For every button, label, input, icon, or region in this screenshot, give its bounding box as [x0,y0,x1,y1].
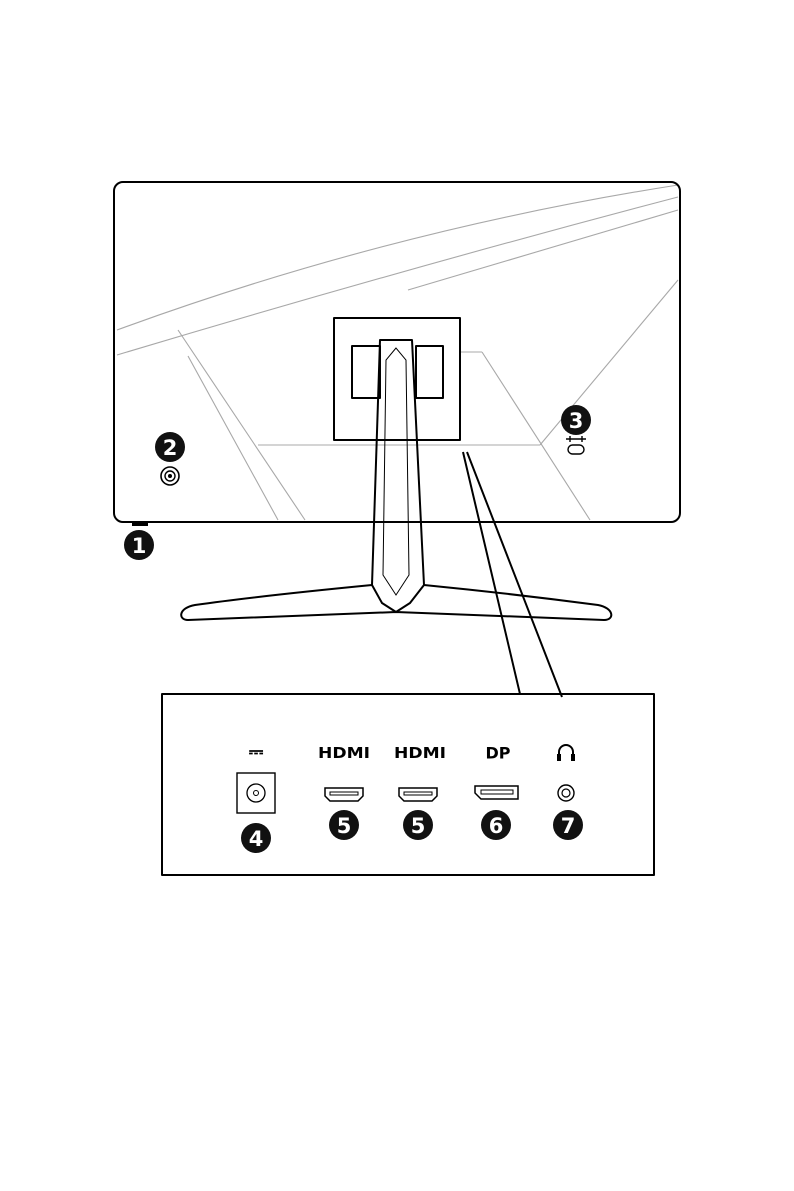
io-panel-zoom [162,694,654,875]
hdmi-port-2 [399,788,437,801]
svg-text:5: 5 [411,814,426,838]
svg-text:1: 1 [132,534,147,558]
dc-in-port [237,773,275,813]
zoom-leader [463,452,562,697]
callout-1: 1 [124,530,154,560]
callout-6: 6 [481,810,511,840]
displayport-label: DP [485,744,510,763]
stand-base [181,585,611,620]
stand-bracket [352,346,443,398]
callout-3: 3 [561,405,591,435]
rear-panel-pattern [117,185,678,520]
callout-5b: 5 [403,810,433,840]
navi-key [161,467,179,485]
callout-2: 2 [155,432,185,462]
svg-text:3: 3 [569,409,584,433]
svg-text:7: 7 [561,814,576,838]
callout-7: 7 [553,810,583,840]
svg-text:2: 2 [163,436,178,460]
headphone-icon [559,745,573,759]
svg-text:5: 5 [337,814,352,838]
svg-text:4: 4 [249,827,264,851]
monitor-back-outline [114,182,680,522]
headphone-jack [558,785,574,801]
dc-symbol: ⎓ [249,742,264,763]
displayport-port [475,786,518,799]
callout-4: 4 [241,823,271,853]
hdmi-label-1: HDMI [318,744,370,762]
kensington-lock [566,436,586,454]
power-button [132,521,148,526]
svg-text:6: 6 [489,814,504,838]
hdmi-port-1 [325,788,363,801]
hdmi-label-2: HDMI [394,744,446,762]
callout-5a: 5 [329,810,359,840]
